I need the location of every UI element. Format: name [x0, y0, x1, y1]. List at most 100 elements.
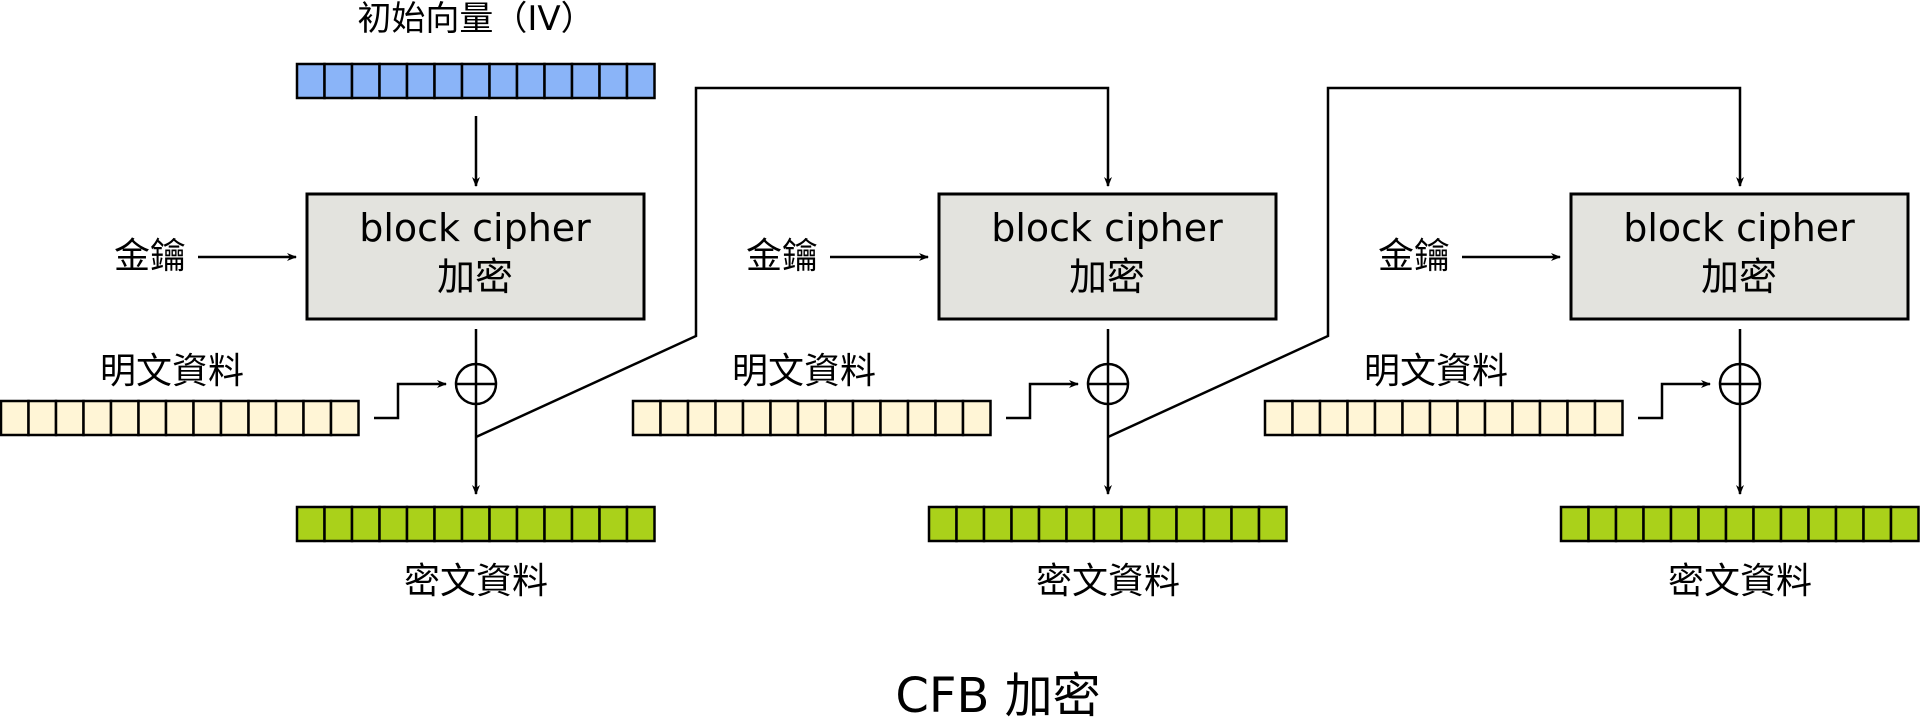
diagram-caption: CFB 加密: [895, 668, 1100, 721]
cipher-box-line1: block cipher: [991, 206, 1223, 250]
feedback-line-2: [1107, 86, 1744, 439]
register-cell: [1587, 505, 1618, 543]
register-cell: [741, 399, 772, 437]
register-cell: [295, 505, 326, 543]
register-cell: [1483, 399, 1514, 437]
register-cell: [164, 399, 195, 437]
plaintext-register: [0, 399, 360, 437]
register-cell: [625, 62, 656, 100]
register-cell: [295, 62, 326, 100]
register-cell: [1779, 505, 1810, 543]
register-cell: [192, 399, 223, 437]
register-cell: [961, 399, 992, 437]
stage-2: block cipher 加密 金鑰 明文資料 密文資料: [631, 192, 1288, 602]
register-cell: [1230, 505, 1261, 543]
register-cell: [219, 399, 250, 437]
stage-3: block cipher 加密 金鑰 明文資料 密文資料: [1263, 192, 1920, 602]
cipher-box: [305, 192, 646, 321]
register-cell: [1889, 505, 1920, 543]
register-cell: [488, 62, 519, 100]
key-label: 金鑰: [1378, 236, 1450, 277]
iv-register: [295, 62, 656, 100]
register-cell: [570, 505, 601, 543]
feedback-line-1: [475, 86, 1112, 439]
cipher-box-line1: block cipher: [1623, 206, 1855, 250]
plaintext-to-xor-arrow: [374, 380, 447, 420]
register-cell: [1642, 505, 1673, 543]
register-cell: [714, 399, 745, 437]
register-cell: [1724, 505, 1755, 543]
plaintext-to-xor-arrow: [1006, 380, 1079, 420]
register-cell: [1120, 505, 1151, 543]
cipher-box-line2: 加密: [437, 255, 513, 299]
plaintext-label: 明文資料: [732, 351, 876, 392]
register-cell: [1202, 505, 1233, 543]
register-cell: [350, 505, 381, 543]
register-cell: [515, 505, 546, 543]
register-cell: [378, 62, 409, 100]
register-cell: [659, 399, 690, 437]
register-cell: [1318, 399, 1349, 437]
register-cell: [1752, 505, 1783, 543]
ciphertext-register: [927, 505, 1288, 543]
register-cell: [1291, 399, 1322, 437]
register-cell: [631, 399, 662, 437]
register-cell: [543, 505, 574, 543]
register-cell: [302, 399, 333, 437]
register-cell: [906, 399, 937, 437]
register-cell: [109, 399, 140, 437]
register-cell: [27, 399, 58, 437]
register-cell: [323, 62, 354, 100]
plaintext-register: [631, 399, 992, 437]
stage-1: block cipher 加密 金鑰 明文資料 密文資料: [0, 192, 656, 602]
plaintext-label: 明文資料: [100, 351, 244, 392]
register-cell: [598, 505, 629, 543]
register-cell: [1175, 505, 1206, 543]
register-cell: [1147, 505, 1178, 543]
register-cell: [329, 399, 360, 437]
register-cell: [598, 62, 629, 100]
register-cell: [543, 62, 574, 100]
register-cell: [1862, 505, 1893, 543]
register-cell: [1669, 505, 1700, 543]
register-cell: [1401, 399, 1432, 437]
ciphertext-label: 密文資料: [1668, 561, 1812, 602]
plaintext-register: [1263, 399, 1624, 437]
plaintext-label: 明文資料: [1364, 351, 1508, 392]
cipher-box-line1: block cipher: [359, 206, 591, 250]
register-cell: [1559, 505, 1590, 543]
register-cell: [570, 62, 601, 100]
register-cell: [1614, 505, 1645, 543]
register-cell: [350, 62, 381, 100]
register-cell: [1538, 399, 1569, 437]
register-cell: [686, 399, 717, 437]
cipher-box: [937, 192, 1278, 321]
register-cell: [927, 505, 958, 543]
ciphertext-label: 密文資料: [1036, 561, 1180, 602]
key-label: 金鑰: [114, 236, 186, 277]
register-cell: [54, 399, 85, 437]
register-cell: [1065, 505, 1096, 543]
ciphertext-register: [1559, 505, 1920, 543]
cipher-box-line2: 加密: [1701, 255, 1777, 299]
register-cell: [1456, 399, 1487, 437]
register-cell: [934, 399, 965, 437]
iv-label: 初始向量（IV）: [357, 0, 594, 39]
register-cell: [82, 399, 113, 437]
register-cell: [274, 399, 305, 437]
register-cell: [625, 505, 656, 543]
register-cell: [460, 62, 491, 100]
register-cell: [1092, 505, 1123, 543]
register-cell: [405, 62, 436, 100]
register-cell: [247, 399, 278, 437]
cipher-box: [1569, 192, 1910, 321]
register-cell: [433, 62, 464, 100]
register-cell: [955, 505, 986, 543]
register-cell: [1010, 505, 1041, 543]
register-cell: [1593, 399, 1624, 437]
register-cell: [1257, 505, 1288, 543]
register-cell: [851, 399, 882, 437]
register-cell: [982, 505, 1013, 543]
register-cell: [488, 505, 519, 543]
